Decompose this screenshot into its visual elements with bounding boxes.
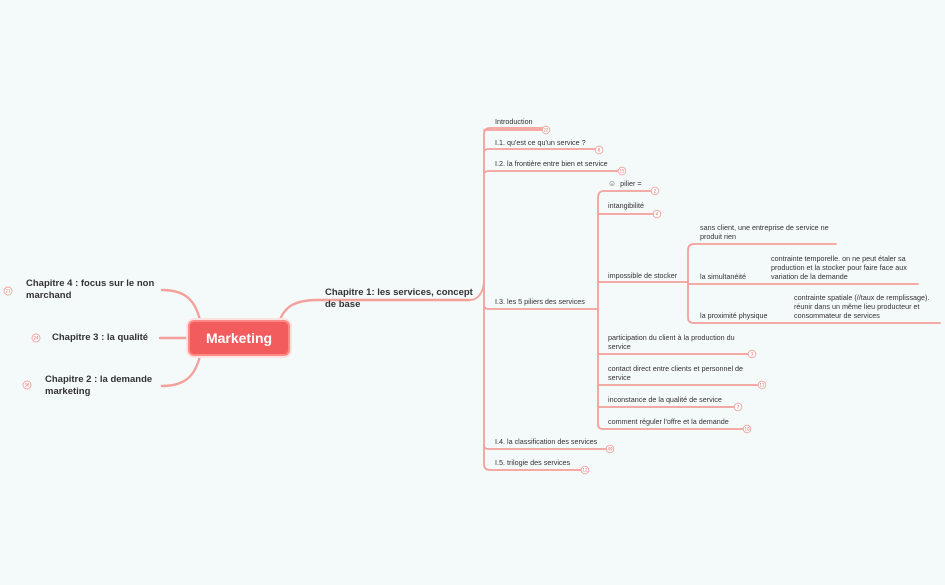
badge-i4[interactable]: 49 [605,444,615,454]
badge-inconstance[interactable]: 7 [733,402,743,412]
svg-text:6: 6 [598,148,601,153]
topic-i5[interactable]: I.5. trilogie des services [495,458,571,467]
svg-text:7: 7 [737,405,740,410]
topic-i2[interactable]: I.2. la frontière entre bien et service [495,159,608,168]
smiley-icon: ☺ [608,179,617,188]
svg-text:36: 36 [24,383,30,388]
topic-impossible-stocker[interactable]: impossible de stocker [608,271,678,280]
svg-text:2: 2 [654,189,657,194]
connector-i1 [483,148,601,153]
connector-i3 [483,305,599,310]
svg-text:22: 22 [543,128,549,133]
badge-intangibilite[interactable]: 4 [652,209,662,219]
topic-chapitre-2[interactable]: Chapitre 2 : la demande marketing [45,374,153,397]
topic-sans-client[interactable]: sans client, une entreprise de service n… [700,223,829,241]
topic-i4[interactable]: I.4. la classification des services [495,437,598,446]
svg-text:49: 49 [607,447,613,452]
root-topic[interactable]: Marketing [188,320,290,356]
svg-text:11: 11 [759,383,765,388]
badge-i1[interactable]: 6 [594,145,604,155]
topic-chapitre-3[interactable]: Chapitre 3 : la qualité [52,332,149,343]
topic-participation[interactable]: participation du client à la production … [608,333,735,351]
connector-stocker-trunk [687,243,837,283]
topic-reguler[interactable]: comment réguler l'offre et la demande [608,417,729,426]
svg-text:15: 15 [619,169,625,174]
topic-chapitre-4[interactable]: Chapitre 4 : focus sur le non marchand [26,278,155,301]
connector-root-ch4 [160,288,202,322]
connector-root-ch2 [160,354,202,388]
connector-piliers-trunk-low [597,308,749,430]
topic-intangibilite[interactable]: intangibilité [608,201,644,210]
connector-ch1-trunk-low [483,279,587,471]
topic-i3[interactable]: I.3. les 5 piliers des services [495,297,585,306]
topic-inconstance[interactable]: inconstance de la qualité de service [608,395,722,404]
badge-pilier-header[interactable]: 2 [650,186,660,196]
badge-ch3[interactable]: 24 [31,333,41,343]
topic-simultaneite-note[interactable]: contrainte temporelle. on ne peut étaler… [771,254,907,281]
connector-i2 [483,170,625,175]
topic-contact-direct[interactable]: contact direct entre clients et personne… [608,364,744,382]
badge-i5[interactable]: 12 [580,465,590,475]
connector-piliers-trunk [597,190,657,310]
badge-i2[interactable]: 15 [617,166,627,176]
svg-text:10: 10 [744,427,750,432]
badge-reguler[interactable]: 10 [742,424,752,434]
connector-root-ch1 [278,298,320,322]
topic-pilier-header[interactable]: ☺pilier = [608,179,642,188]
topic-proximite-note[interactable]: contrainte spatiale (//taux de remplissa… [794,293,930,320]
topic-chapitre-1[interactable]: Chapitre 1: les services, concept de bas… [325,287,473,310]
svg-text:12: 12 [582,468,588,473]
topic-simultaneite[interactable]: la simultanéité [700,272,746,281]
badge-ch4[interactable]: 21 [3,286,13,296]
badge-contact[interactable]: 11 [757,380,767,390]
svg-text:3: 3 [751,352,754,357]
svg-text:24: 24 [33,336,39,341]
badge-ch2[interactable]: 36 [22,380,32,390]
pilier-header-label: pilier = [620,179,642,188]
topic-introduction[interactable]: Introduction [495,117,533,126]
connector-stocker-trunk-low [687,281,771,324]
svg-text:21: 21 [5,289,11,294]
topic-proximite[interactable]: la proximité physique [700,311,768,320]
root-topic-label: Marketing [205,330,273,346]
topic-i1[interactable]: I.1. qu'est ce qu'un service ? [495,138,586,147]
connector-i4 [483,445,611,450]
connector-ch1-trunk [469,127,549,301]
badge-participation[interactable]: 3 [747,349,757,359]
badge-intro[interactable]: 22 [541,125,551,135]
svg-text:4: 4 [656,212,659,217]
